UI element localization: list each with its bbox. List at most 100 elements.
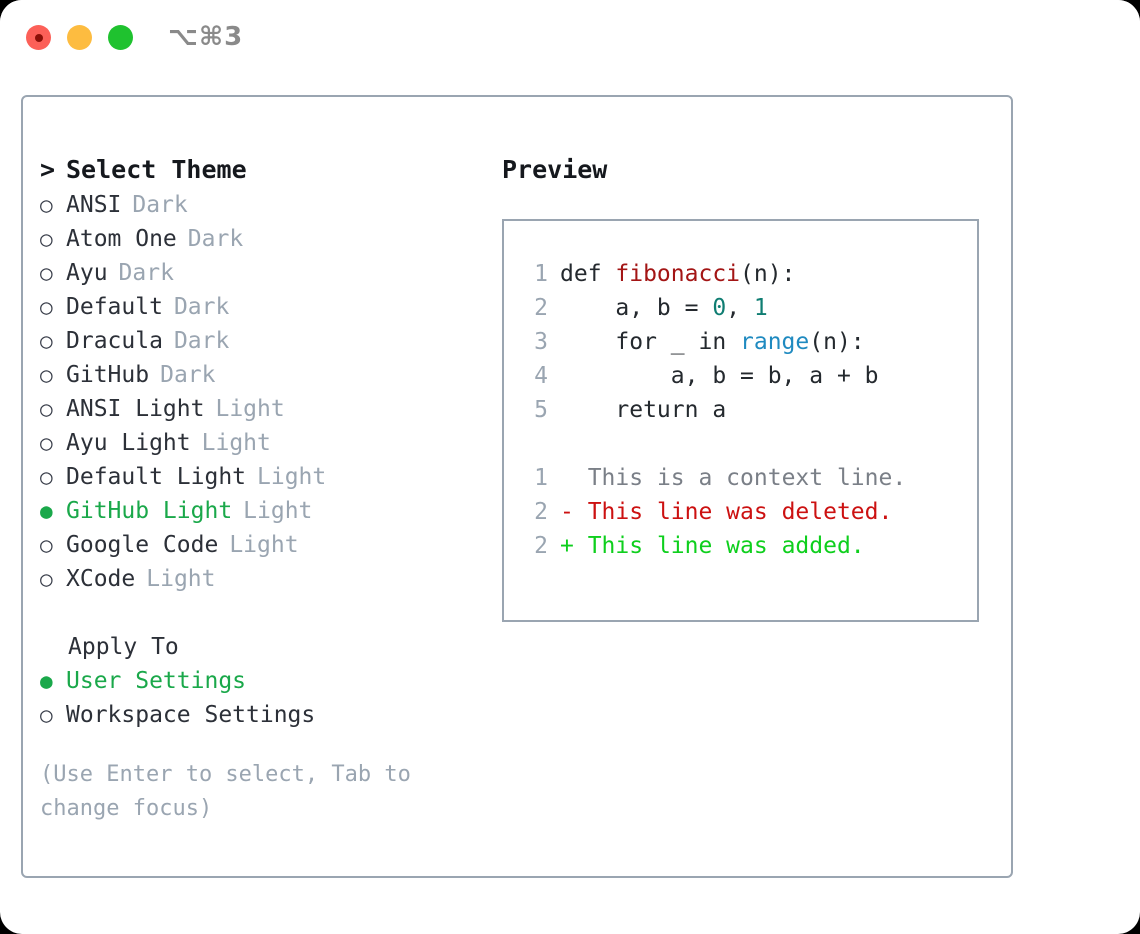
traffic-lights — [26, 25, 133, 50]
line-number: 1 — [534, 465, 548, 491]
code-line: 4 a, b = b, a + b — [504, 359, 977, 393]
apply-to-option-label: Workspace Settings — [66, 702, 316, 728]
code-diff-separator — [504, 427, 977, 461]
theme-variant-tag: Light — [257, 464, 327, 490]
theme-name-label: Default Light — [66, 464, 247, 490]
theme-name-label: XCode — [66, 566, 136, 592]
diff-marker — [560, 461, 588, 495]
diff-marker: - — [560, 499, 588, 525]
radio-unselected-icon: ○ — [40, 465, 53, 489]
diff-text: This is a context line. — [587, 465, 907, 491]
theme-list-item[interactable]: ○ Default Dark — [40, 290, 490, 324]
theme-list-item[interactable]: ○ XCode Light — [40, 562, 490, 596]
code-token: , — [726, 295, 754, 321]
line-number: 3 — [534, 329, 548, 355]
code-token: fibonacci — [615, 261, 741, 287]
line-number: 4 — [534, 363, 548, 389]
code-line: 2 a, b = 0, 1 — [504, 291, 977, 325]
code-token: return a — [560, 397, 727, 423]
keyboard-hint-text: (Use Enter to select, Tab to change focu… — [40, 762, 411, 821]
theme-list-item[interactable]: ○ Default Light Light — [40, 460, 490, 494]
theme-name-label: ANSI Light — [66, 396, 205, 422]
radio-unselected-icon: ○ — [40, 227, 53, 251]
radio-unselected-icon: ○ — [40, 703, 53, 727]
theme-variant-tag: Dark — [173, 328, 230, 354]
theme-list-item[interactable]: ○ ANSI Light Light — [40, 392, 490, 426]
diff-text: This line was deleted. — [587, 499, 893, 525]
code-token: 0 — [712, 295, 727, 321]
zoom-window-button[interactable] — [108, 25, 133, 50]
diff-sample: 1 This is a context line.2- This line wa… — [504, 461, 977, 563]
line-number: 1 — [534, 261, 548, 287]
code-line: 3 for _ in range(n): — [504, 325, 977, 359]
close-window-button[interactable] — [26, 25, 51, 50]
code-token: (n): — [809, 329, 865, 355]
code-token: (n): — [740, 261, 796, 287]
code-token: a, b = b, a + b — [560, 363, 879, 389]
theme-name-label: Dracula — [66, 328, 163, 354]
theme-variant-tag: Dark — [132, 192, 188, 218]
theme-list-item[interactable]: ○ Atom One Dark — [40, 222, 490, 256]
theme-variant-tag: Dark — [173, 294, 230, 320]
apply-to-label: Apply To — [68, 634, 179, 660]
theme-variant-tag: Light — [201, 430, 271, 456]
apply-to-option-label: User Settings — [66, 668, 247, 694]
minimize-window-button[interactable] — [67, 25, 92, 50]
line-number: 2 — [534, 295, 548, 321]
diff-line: 2+ This line was added. — [504, 529, 977, 563]
theme-list-item[interactable]: ○ Dracula Dark — [40, 324, 490, 358]
theme-variant-tag: Dark — [118, 260, 174, 286]
diff-line: 2- This line was deleted. — [504, 495, 977, 529]
apply-to-option[interactable]: ○ Workspace Settings — [40, 698, 490, 732]
code-token: 1 — [753, 295, 768, 321]
radio-unselected-icon: ○ — [40, 329, 53, 353]
select-theme-heading-label: Select Theme — [66, 155, 247, 184]
apply-to-list: ● User Settings ○ Workspace Settings — [40, 664, 490, 732]
code-token: a, b = — [560, 295, 713, 321]
theme-name-label: Ayu — [66, 260, 108, 286]
code-token: for _ in — [560, 329, 741, 355]
theme-variant-tag: Light — [229, 532, 299, 558]
theme-name-label: Ayu Light — [66, 430, 191, 456]
theme-name-label: Default — [66, 294, 163, 320]
diff-marker: + — [560, 533, 588, 559]
theme-name-label: Atom One — [66, 226, 177, 252]
apply-to-option[interactable]: ● User Settings — [40, 664, 490, 698]
radio-unselected-icon: ○ — [40, 363, 53, 387]
radio-unselected-icon: ○ — [40, 193, 53, 217]
line-number: 2 — [534, 533, 548, 559]
radio-selected-icon: ● — [40, 669, 53, 693]
keyboard-shortcut-label: ⌥⌘3 — [168, 22, 244, 52]
theme-variant-tag: Light — [243, 498, 313, 524]
code-token: range — [740, 329, 810, 355]
theme-variant-tag: Dark — [187, 226, 244, 252]
title-bar: ⌥⌘3 — [0, 0, 1140, 78]
code-line: 1 def fibonacci(n): — [504, 257, 977, 291]
code-token: def — [560, 261, 616, 287]
line-number: 2 — [534, 499, 548, 525]
preview-heading: Preview — [502, 155, 608, 184]
line-number: 5 — [534, 397, 548, 423]
theme-variant-tag: Light — [215, 396, 285, 422]
theme-name-label: Google Code — [66, 532, 219, 558]
code-line: 5 return a — [504, 393, 977, 427]
theme-variant-tag: Dark — [160, 362, 216, 388]
radio-selected-icon: ● — [40, 499, 53, 523]
theme-name-label: GitHub — [66, 362, 150, 388]
radio-unselected-icon: ○ — [40, 295, 53, 319]
diff-line: 1 This is a context line. — [504, 461, 977, 495]
theme-variant-tag: Light — [146, 566, 216, 592]
radio-unselected-icon: ○ — [40, 567, 53, 591]
theme-list-item[interactable]: ○ GitHub Dark — [40, 358, 490, 392]
radio-unselected-icon: ○ — [40, 397, 53, 421]
